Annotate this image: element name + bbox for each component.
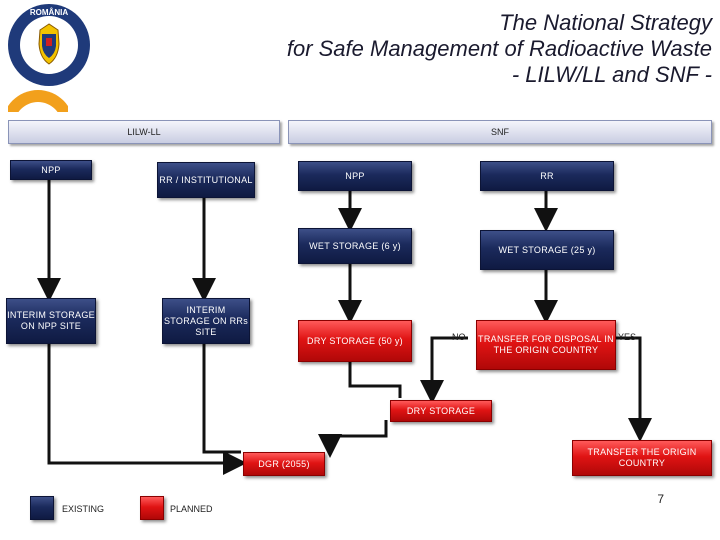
box-rr-snf: RR xyxy=(480,161,614,191)
box-npp-snf: NPP xyxy=(298,161,412,191)
romania-agency-seal-logo: ROMÂNIA xyxy=(8,4,90,86)
box-wet-storage-6y-label: WET STORAGE (6 y) xyxy=(309,240,401,251)
header-snf: SNF xyxy=(288,120,712,144)
box-dry-storage-50y-label: DRY STORAGE (50 y) xyxy=(307,335,403,346)
connector-no-dry-storage xyxy=(420,336,468,404)
box-dry-storage-50y: DRY STORAGE (50 y) xyxy=(298,320,412,362)
box-wet-storage-6y: WET STORAGE (6 y) xyxy=(298,228,412,264)
connector-interim-rr-dgr xyxy=(202,342,241,454)
connector-dry-storage-dgr xyxy=(318,420,388,458)
box-interim-rr-site: INTERIM STORAGE ON RRs SITE xyxy=(162,298,250,344)
box-dgr-2055-label: DGR (2055) xyxy=(258,458,310,469)
title-line-1: The National Strategy xyxy=(499,10,712,35)
legend-existing-swatch xyxy=(30,496,54,520)
box-interim-npp-site-label: INTERIM STORAGE ON NPP SITE xyxy=(7,310,95,331)
box-rr-institutional: RR / INSTITUTIONAL xyxy=(157,162,255,198)
slide-title: The National Strategy for Safe Managemen… xyxy=(192,10,712,88)
box-transfer-origin-country: TRANSFER THE ORIGIN COUNTRY xyxy=(572,440,712,476)
box-dgr-2055: DGR (2055) xyxy=(243,452,325,476)
title-line-2: for Safe Management of Radioactive Waste xyxy=(286,36,712,61)
box-interim-rr-site-label: INTERIM STORAGE ON RRs SITE xyxy=(163,304,249,337)
box-interim-npp-site: INTERIM STORAGE ON NPP SITE xyxy=(6,298,96,344)
box-transfer-disposal: TRANSFER FOR DISPOSAL IN THE ORIGIN COUN… xyxy=(476,320,616,370)
box-wet-storage-25y: WET STORAGE (25 y) xyxy=(480,230,614,270)
box-rr-snf-label: RR xyxy=(540,170,554,181)
header-lilw-ll: LILW-LL xyxy=(8,120,280,144)
box-dry-storage: DRY STORAGE xyxy=(390,400,492,422)
connector-yes-transfer-origin xyxy=(615,336,652,442)
agency-emblem-partial-icon xyxy=(8,90,68,112)
box-wet-storage-25y-label: WET STORAGE (25 y) xyxy=(498,244,596,255)
box-dry-storage-label: DRY STORAGE xyxy=(406,405,476,416)
legend-planned-label: PLANNED xyxy=(170,504,213,514)
decision-yes-label: YES xyxy=(618,332,637,342)
connector-interim-npp-dgr xyxy=(47,342,247,475)
box-npp-lilw: NPP xyxy=(10,160,92,180)
box-npp-snf-label: NPP xyxy=(345,170,365,181)
box-transfer-origin-country-label: TRANSFER THE ORIGIN COUNTRY xyxy=(587,447,697,468)
page-number: 7 xyxy=(657,492,664,506)
box-npp-lilw-label: NPP xyxy=(41,164,61,175)
decision-no-label: NO xyxy=(452,332,466,342)
connector-dry50-dry-storage xyxy=(348,360,402,398)
logo-top-text: ROMÂNIA xyxy=(30,8,68,17)
legend-planned-swatch xyxy=(140,496,164,520)
legend-existing-label: EXISTING xyxy=(62,504,105,514)
box-rr-institutional-label: RR / INSTITUTIONAL xyxy=(159,174,253,185)
box-transfer-disposal-label: TRANSFER FOR DISPOSAL IN THE ORIGIN COUN… xyxy=(478,334,614,355)
title-line-3: - LILW/LL and SNF - xyxy=(511,62,712,87)
